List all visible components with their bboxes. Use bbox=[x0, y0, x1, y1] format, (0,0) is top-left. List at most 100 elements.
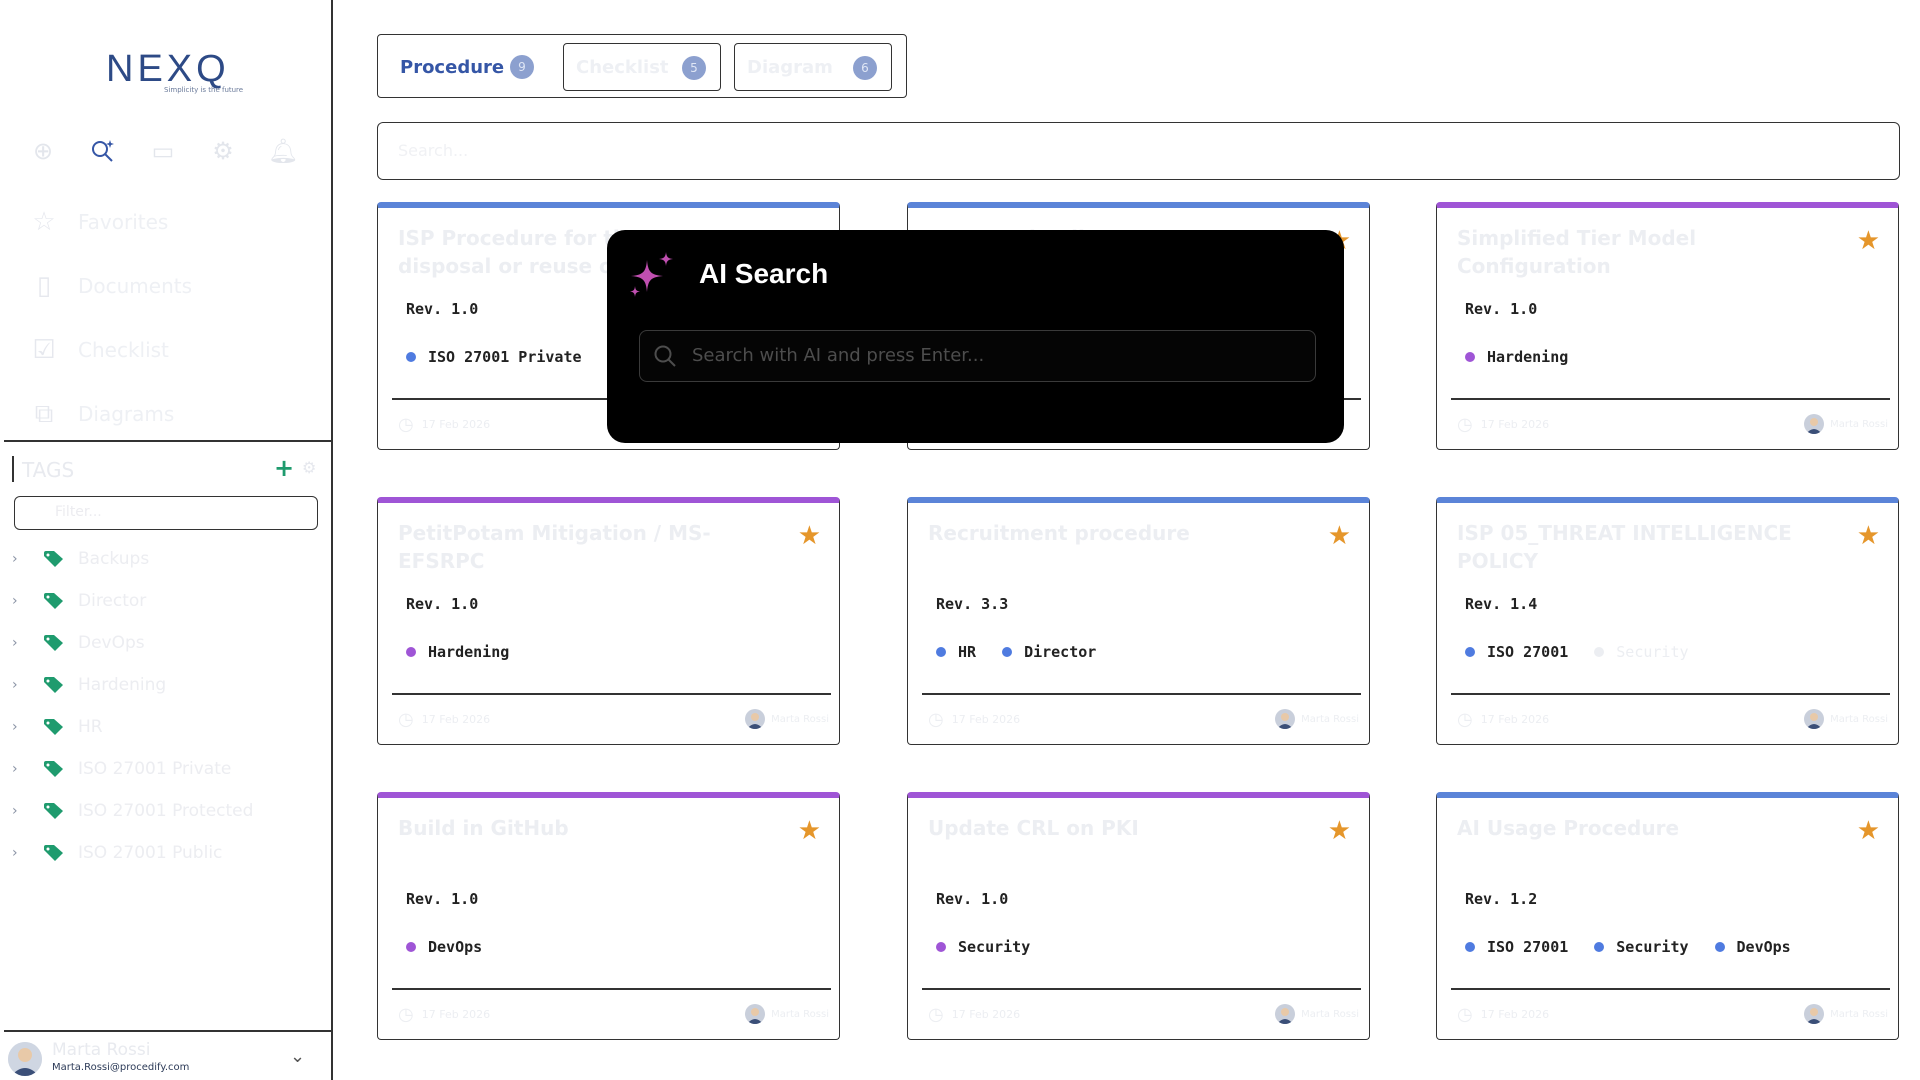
card-tag[interactable]: DevOps bbox=[406, 938, 482, 956]
tab-diagram[interactable]: Diagram 6 bbox=[734, 43, 892, 91]
tag-icon bbox=[44, 761, 63, 777]
sidebar: NEXQ Simplicity is the future ⊕ ▭ ⚙ 🔔︎ ☆… bbox=[0, 0, 333, 1080]
card-tag[interactable]: Security bbox=[936, 938, 1030, 956]
card-tag[interactable]: ISO 27001 bbox=[1465, 643, 1568, 661]
tags-header: TAGS + ⚙ bbox=[12, 454, 322, 486]
tag-item-backups[interactable]: › Backups bbox=[12, 538, 253, 580]
sidebar-item-documents[interactable]: ▯ Documents bbox=[28, 254, 192, 318]
sidebar-item-favorites[interactable]: ☆ Favorites bbox=[28, 190, 192, 254]
card-tag[interactable]: ISO 27001 bbox=[1465, 938, 1568, 956]
tag-search-input[interactable]: Filter... bbox=[14, 496, 318, 530]
card-tag[interactable]: Security bbox=[1594, 643, 1689, 661]
sidebar-item-checklist[interactable]: ☑ Checklist bbox=[28, 318, 192, 382]
tag-item-devops[interactable]: › DevOps bbox=[12, 622, 253, 664]
card-tag-label: Director bbox=[1024, 643, 1097, 661]
add-tag-button[interactable]: + bbox=[274, 454, 295, 482]
tag-dot bbox=[1465, 352, 1475, 362]
tags-settings-icon[interactable]: ⚙ bbox=[302, 458, 317, 477]
card-divider bbox=[922, 988, 1361, 990]
count-badge: 9 bbox=[510, 55, 534, 79]
tag-icon bbox=[44, 845, 63, 861]
ai-search-icon[interactable] bbox=[88, 136, 118, 166]
user-profile[interactable]: Marta Rossi Marta.Rossi@procedify.com ⌄ bbox=[8, 1040, 328, 1080]
content-type-tabs: Procedure 9 Checklist 5 Diagram 6 bbox=[377, 34, 907, 98]
tab-procedure[interactable]: Procedure 9 bbox=[388, 43, 548, 91]
document-icon: ▯ bbox=[36, 271, 52, 301]
procedure-card[interactable]: Simplified Tier Model Configuration ★ Re… bbox=[1436, 202, 1899, 450]
card-tag[interactable]: DevOps bbox=[1714, 938, 1791, 956]
tag-dot bbox=[406, 942, 416, 952]
card-tags: Security bbox=[936, 938, 1030, 956]
chevron-right-icon[interactable]: › bbox=[12, 551, 18, 567]
card-date: ◷17 Feb 2026 bbox=[1457, 709, 1549, 730]
procedure-card[interactable]: Build in GitHub ★ Rev. 1.0 DevOps ◷17 Fe… bbox=[377, 792, 840, 1040]
chevron-right-icon[interactable]: › bbox=[12, 635, 18, 651]
tag-item-hr[interactable]: › HR bbox=[12, 706, 253, 748]
procedure-card[interactable]: PetitPotam Mitigation / MS-EFSRPC ★ Rev.… bbox=[377, 497, 840, 745]
logo[interactable]: NEXQ Simplicity is the future bbox=[106, 48, 246, 98]
favorite-star-icon[interactable]: ★ bbox=[1856, 226, 1880, 256]
card-date: ◷17 Feb 2026 bbox=[398, 1004, 490, 1025]
tag-label: Director bbox=[78, 591, 147, 611]
chat-icon[interactable]: ▭ bbox=[151, 137, 175, 165]
procedure-card[interactable]: Recruitment procedure ★ Rev. 3.3 HR Dire… bbox=[907, 497, 1370, 745]
card-revision: Rev. 1.2 bbox=[1465, 890, 1538, 908]
procedure-card[interactable]: AI Usage Procedure ★ Rev. 1.2 ISO 27001 … bbox=[1436, 792, 1899, 1040]
card-tag[interactable]: Hardening bbox=[406, 643, 509, 661]
favorite-star-icon[interactable]: ★ bbox=[1856, 521, 1880, 551]
sidebar-item-diagrams[interactable]: ⧉ Diagrams bbox=[28, 382, 192, 446]
procedure-card[interactable]: Update CRL on PKI ★ Rev. 1.0 Security ◷1… bbox=[907, 792, 1370, 1040]
card-divider bbox=[1451, 988, 1890, 990]
avatar bbox=[745, 709, 766, 729]
favorite-star-icon[interactable]: ★ bbox=[797, 816, 821, 846]
favorite-star-icon[interactable]: ★ bbox=[1856, 816, 1880, 846]
card-title: Simplified Tier Model Configuration bbox=[1457, 226, 1697, 278]
tag-item-iso-public[interactable]: › ISO 27001 Public bbox=[12, 832, 253, 874]
card-owner-name: Marta Rossi bbox=[1830, 713, 1888, 725]
tag-label: Backups bbox=[78, 549, 150, 569]
tab-checklist[interactable]: Checklist 5 bbox=[563, 43, 721, 91]
tag-icon bbox=[44, 551, 63, 567]
card-date: ◷17 Feb 2026 bbox=[1457, 1004, 1549, 1025]
card-tag-label: Security bbox=[1616, 643, 1689, 661]
card-tag-label: Hardening bbox=[428, 643, 510, 661]
chevron-down-icon[interactable]: ⌄ bbox=[290, 1046, 306, 1067]
tag-item-hardening[interactable]: › Hardening bbox=[12, 664, 253, 706]
sidebar-item-label: Documents bbox=[78, 274, 193, 298]
card-owner-name: Marta Rossi bbox=[1830, 1008, 1888, 1020]
card-owner-name: Marta Rossi bbox=[1830, 418, 1888, 430]
chevron-right-icon[interactable]: › bbox=[12, 677, 18, 693]
chevron-right-icon[interactable]: › bbox=[12, 593, 18, 609]
sidebar-toolbar: ⊕ ▭ ⚙ 🔔︎ bbox=[28, 136, 298, 166]
tag-icon bbox=[44, 719, 63, 735]
card-date-text: 17 Feb 2026 bbox=[1480, 1008, 1550, 1021]
chevron-right-icon[interactable]: › bbox=[12, 761, 18, 777]
search-input[interactable]: Search... bbox=[377, 122, 1900, 180]
tag-item-iso-private[interactable]: › ISO 27001 Private bbox=[12, 748, 253, 790]
card-tag[interactable]: ISO 27001 Private bbox=[406, 348, 582, 366]
card-tag[interactable]: HR bbox=[936, 643, 976, 661]
favorite-star-icon[interactable]: ★ bbox=[1327, 521, 1351, 551]
settings-icon[interactable]: ⚙ bbox=[212, 137, 234, 165]
tag-label: HR bbox=[78, 717, 103, 737]
card-divider bbox=[392, 693, 831, 695]
chevron-right-icon[interactable]: › bbox=[12, 719, 18, 735]
avatar bbox=[1804, 709, 1825, 729]
sidebar-item-label: Diagrams bbox=[78, 402, 175, 426]
card-date-text: 17 Feb 2026 bbox=[1480, 713, 1550, 726]
favorite-star-icon[interactable]: ★ bbox=[1327, 816, 1351, 846]
card-tags: Hardening bbox=[406, 643, 509, 661]
card-date: ◷17 Feb 2026 bbox=[398, 414, 490, 435]
add-circle-icon[interactable]: ⊕ bbox=[32, 137, 54, 165]
procedure-card[interactable]: ISP 05_THREAT INTELLIGENCE POLICY ★ Rev.… bbox=[1436, 497, 1899, 745]
bell-icon[interactable]: 🔔︎ bbox=[267, 137, 299, 165]
chevron-right-icon[interactable]: › bbox=[12, 803, 18, 819]
tag-item-director[interactable]: › Director bbox=[12, 580, 253, 622]
chevron-right-icon[interactable]: › bbox=[12, 845, 18, 861]
tag-item-iso-protected[interactable]: › ISO 27001 Protected bbox=[12, 790, 253, 832]
card-tag[interactable]: Director bbox=[1002, 643, 1096, 661]
card-tag[interactable]: Hardening bbox=[1465, 348, 1568, 366]
ai-search-input[interactable]: Search with AI and press Enter... bbox=[639, 330, 1316, 382]
favorite-star-icon[interactable]: ★ bbox=[797, 521, 821, 551]
card-tag[interactable]: Security bbox=[1594, 938, 1689, 956]
